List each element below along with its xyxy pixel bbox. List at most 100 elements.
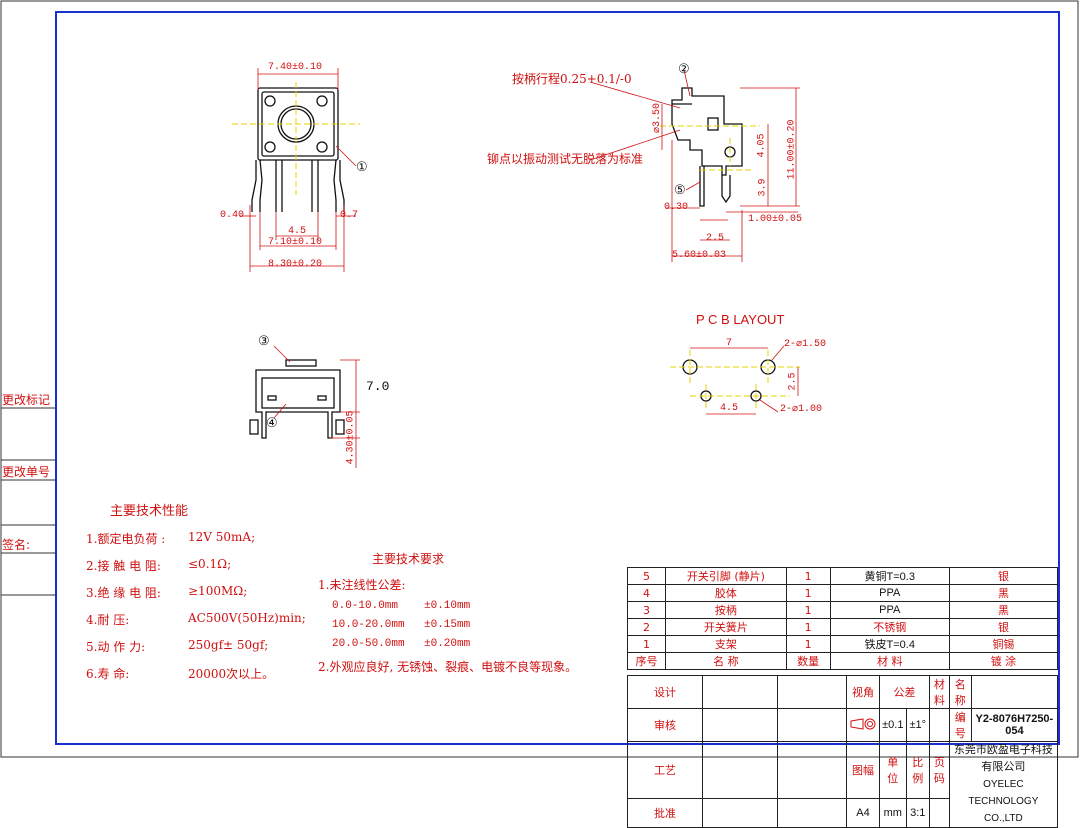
dim-430: 4.30±0.05 — [345, 410, 357, 465]
bom-qty: 1 — [785, 601, 831, 619]
bom-qty: 1 — [785, 584, 831, 602]
rivet-note: 铆点以振动测试无脱落为标准 — [487, 152, 644, 166]
bom-material: PPA — [829, 584, 950, 602]
dim-outer-pins: 7.10±0.10 — [268, 237, 323, 248]
performance-title: 主要技术性能 — [110, 504, 189, 519]
bom-header-material: 材 料 — [829, 652, 950, 670]
performance-value: 250gf± 50gf; — [188, 638, 269, 652]
dim-pin-width: 0.30 — [664, 202, 689, 213]
tol-linear: ±0.1 — [879, 708, 907, 742]
tolerance-label: 公差 — [879, 675, 930, 709]
bom-no: 1 — [626, 635, 667, 653]
front-view — [251, 87, 345, 212]
callout-3: ③ — [258, 334, 270, 349]
dim-pin-width-2: 1.00±0.05 — [748, 214, 803, 225]
performance-label: 1.额定电负荷 : — [86, 532, 166, 546]
performance-value: ≤0.1Ω; — [188, 557, 232, 571]
dim-7-0: 7.0 — [366, 379, 390, 394]
bom-material: 铁皮T=0.4 — [829, 635, 950, 653]
unit-value: mm — [879, 797, 907, 828]
bom-qty: 1 — [785, 618, 831, 636]
performance-label: 3.绝 缘 电 阻: — [86, 586, 161, 600]
name-label: 名称 — [948, 675, 972, 709]
scale-value: 3:1 — [905, 797, 930, 828]
process-label: 工艺 — [627, 741, 703, 799]
callout-4: ④ — [266, 416, 278, 431]
change-no-label: 更改单号 — [2, 465, 51, 479]
bom-name: 开关簧片 — [665, 618, 787, 636]
sign-label: 签名: — [2, 538, 31, 552]
bom-no: 3 — [626, 601, 667, 619]
callout-2: ② — [678, 62, 690, 77]
performance-label: 2.接 触 电 阻: — [86, 559, 161, 573]
bom-header-no: 序号 — [626, 652, 667, 670]
bom-header-name: 名 称 — [665, 652, 787, 670]
dim-pin-left: 0.40 — [220, 210, 245, 221]
travel-note: 按柄行程0.25+0.1/-0 — [512, 72, 632, 86]
material-label: 材料 — [928, 675, 950, 709]
performance-label: 4.耐 压: — [86, 613, 130, 627]
bom-plating: 黑 — [948, 584, 1059, 602]
requirements-line2: 2.外观应良好, 无锈蚀、裂痕、电镀不良等现象。 — [318, 660, 578, 674]
bom-no: 4 — [626, 584, 667, 602]
side-centerlines — [660, 125, 760, 171]
tolerance-range: 0.0-10.0mm — [332, 600, 399, 612]
pcb-title: P C B LAYOUT — [696, 312, 785, 327]
pcb-v-25: 2.5 — [787, 372, 799, 391]
dim-width-top: 7.40±0.10 — [268, 62, 323, 73]
pcb-small-hole: 2-⌀1.00 — [780, 404, 823, 415]
approve-label: 批准 — [627, 797, 703, 828]
performance-value: 12V 50mA; — [188, 530, 256, 544]
requirements-title: 主要技术要求 — [372, 552, 445, 566]
company-cell: 东莞市欧盈电子科技有限公司 OYELEC TECHNOLOGY CO.,LTD — [948, 741, 1059, 828]
bom-material: 黄铜T=0.3 — [829, 567, 950, 585]
bom-qty: 1 — [785, 635, 831, 653]
dim-pin-pitch: 4.5 — [288, 226, 307, 237]
bom-material: PPA — [829, 601, 950, 619]
bottom-dims — [273, 345, 360, 468]
performance-label: 5.动 作 力: — [86, 640, 146, 654]
unit-label: 单位 — [879, 741, 907, 799]
projection-icon — [850, 717, 876, 730]
bom-qty: 1 — [785, 567, 831, 585]
bom-plating: 黑 — [948, 601, 1059, 619]
view-label: 视角 — [846, 675, 880, 709]
sheet-size-label: 图幅 — [846, 741, 880, 799]
performance-value: AC500V(50Hz)min; — [188, 611, 306, 625]
dim-side-pitch: 2.5 — [706, 233, 725, 244]
side-dims — [589, 69, 800, 262]
performance-value: ≥100MΩ; — [188, 584, 248, 598]
dim-total-height: 11.00±0.20 — [786, 119, 798, 180]
outer-border — [0, 0, 1079, 758]
tolerance-value: ±0.20mm — [424, 638, 471, 650]
bom-name: 开关引脚 (静片) — [665, 567, 787, 585]
pcb-holes — [682, 359, 776, 402]
bom-no: 2 — [626, 618, 667, 636]
tolerance-range: 20.0-50.0mm — [332, 638, 405, 650]
front-centerlines — [232, 82, 360, 195]
tolerance-range: 10.0-20.0mm — [332, 619, 405, 631]
dim-diameter: ⌀3.50 — [652, 102, 664, 134]
bom-header-plating: 镀 涂 — [948, 652, 1059, 670]
pcb-big-hole: 2-⌀1.50 — [784, 339, 827, 350]
performance-value: 20000次以上。 — [188, 667, 275, 681]
bom-name: 支架 — [665, 635, 787, 653]
performance-label: 6.寿 命: — [86, 667, 130, 681]
title-block: 设计 视角 公差 材料 名称 审核 ±0.1 ±1° 编号 Y2-8076H72… — [627, 675, 1059, 828]
bom-name: 胶体 — [665, 584, 787, 602]
bom-plating: 银 — [948, 618, 1059, 636]
bom-header-qty: 数量 — [785, 652, 831, 670]
dim-pin-right: 0.7 — [340, 210, 359, 221]
bom-plating: 铜锡 — [948, 635, 1059, 653]
bottom-view — [249, 359, 345, 439]
drawing-canvas — [0, 0, 1079, 758]
company-cn: 东莞市欧盈电子科技有限公司 — [953, 744, 1053, 773]
code-label: 编号 — [948, 708, 972, 742]
dim-39: 3.9 — [757, 178, 769, 197]
pcb-pitch-7: 7 — [726, 338, 733, 349]
front-dims — [240, 68, 357, 272]
